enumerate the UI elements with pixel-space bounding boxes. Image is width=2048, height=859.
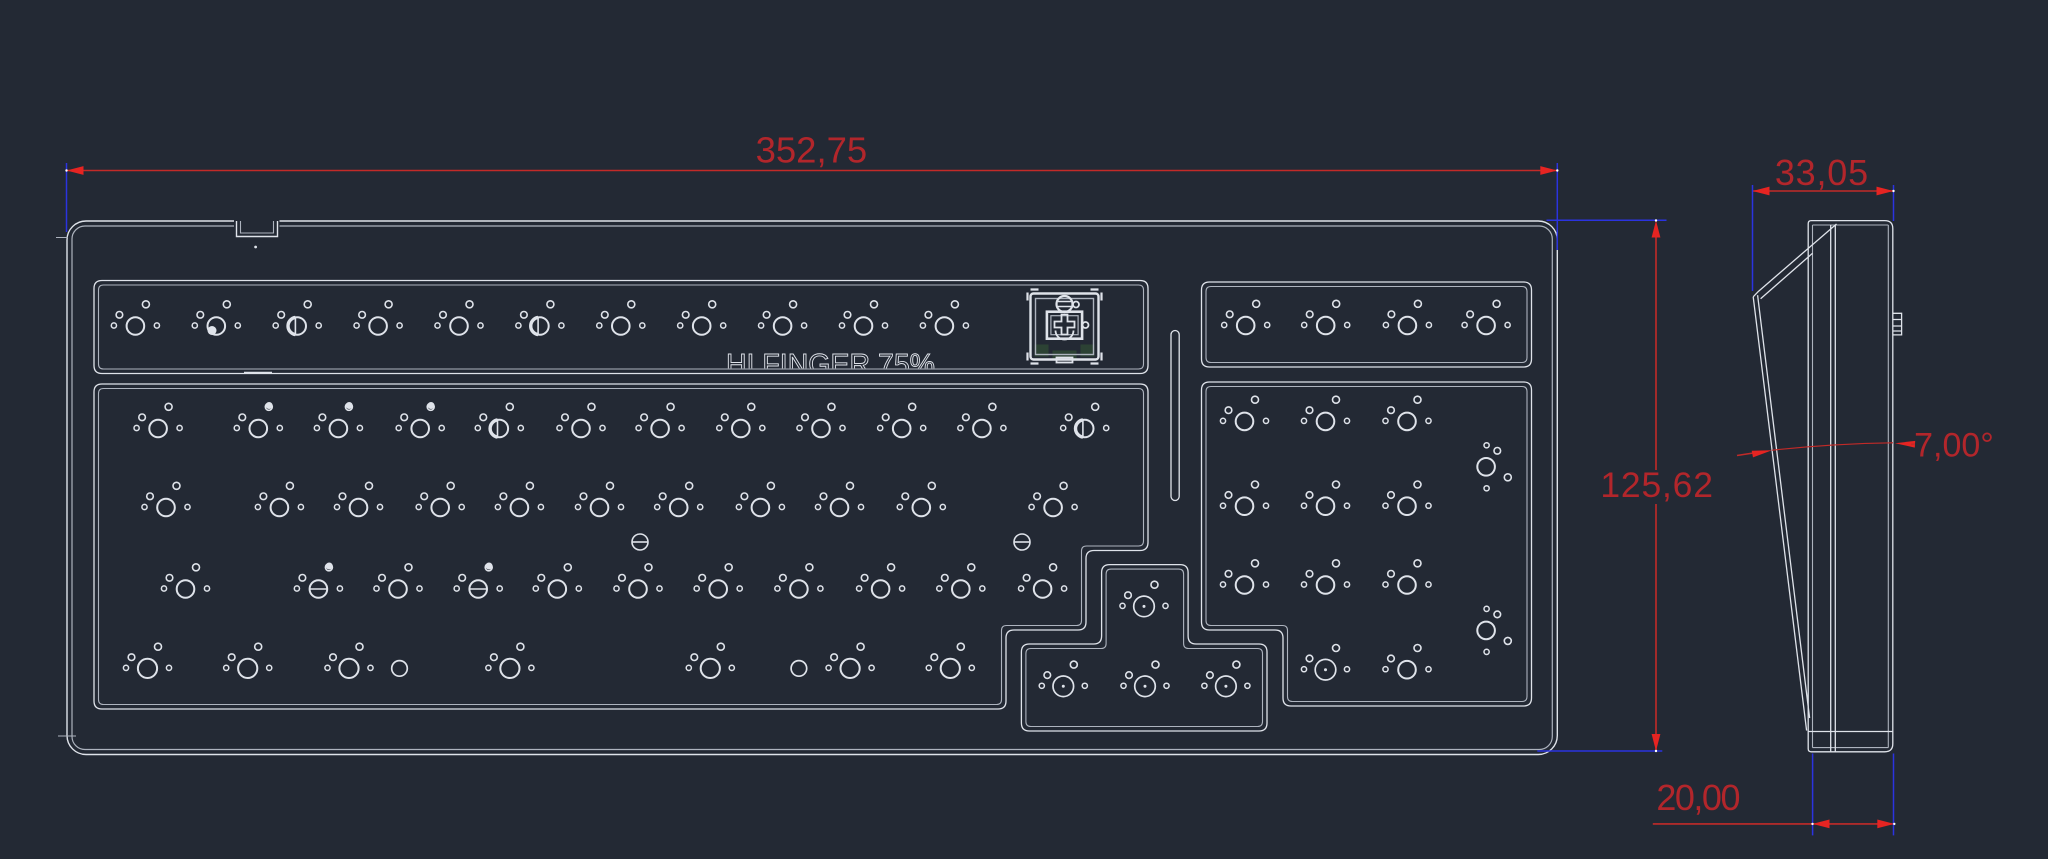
svg-text:33,05: 33,05 <box>1775 152 1869 193</box>
svg-text:HI.FINGER 75%: HI.FINGER 75% <box>726 349 935 381</box>
svg-text:352,75: 352,75 <box>756 130 868 171</box>
svg-text:20,00: 20,00 <box>1656 777 1739 818</box>
svg-text:125,62: 125,62 <box>1600 465 1713 505</box>
svg-text:7,00°: 7,00° <box>1914 427 1994 465</box>
